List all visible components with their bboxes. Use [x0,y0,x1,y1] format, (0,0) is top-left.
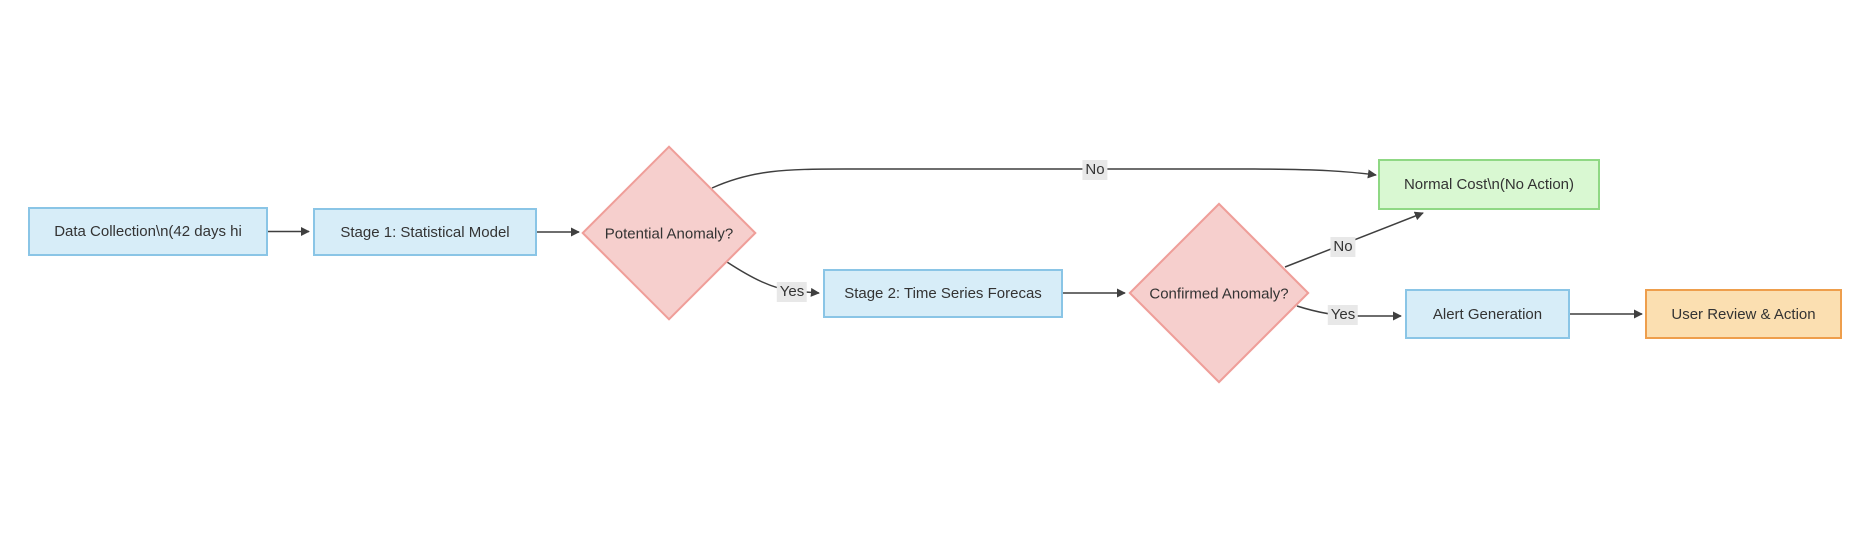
node-alert-generation-label: Alert Generation [1432,305,1543,323]
node-stage1-label: Stage 1: Statistical Model [340,223,510,241]
node-stage2: Stage 2: Time Series Forecas [823,269,1063,318]
node-stage2-label: Stage 2: Time Series Forecas [844,285,1042,302]
node-data-collection: Data Collection\n(42 days hi [28,207,268,256]
node-normal-cost-label: Normal Cost\n(No Action) [1403,176,1575,193]
edge-label-no-potential-anomaly: No [1082,160,1108,180]
node-user-review-label: User Review & Action [1671,305,1816,323]
edge-potential-anomaly-no-to-normal-cost [711,168,1377,189]
node-stage1: Stage 1: Statistical Model [313,208,537,256]
node-confirmed-anomaly-label: Confirmed Anomaly? [1149,285,1289,303]
node-data-collection-label: Data Collection\n(42 days hi [54,223,242,240]
edge-label-no-confirmed-anomaly: No [1330,237,1356,257]
node-potential-anomaly-label: Potential Anomaly? [604,225,734,243]
node-normal-cost: Normal Cost\n(No Action) [1378,159,1600,210]
edge-label-yes-confirmed-anomaly: Yes [1327,305,1359,325]
edge-label-yes-potential-anomaly: Yes [776,282,808,302]
node-alert-generation: Alert Generation [1405,289,1570,339]
node-user-review: User Review & Action [1645,289,1842,339]
